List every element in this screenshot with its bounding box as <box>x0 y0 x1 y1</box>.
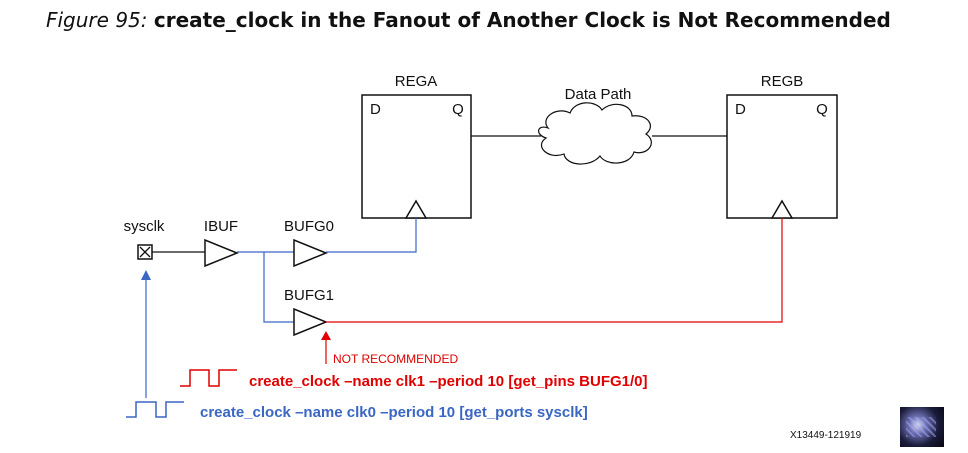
clk0-waveform-icon <box>126 401 184 418</box>
figure-number: Figure 95: <box>46 8 148 32</box>
clk0-arrow-icon <box>141 270 151 280</box>
bufg1-label: BUFG1 <box>284 287 334 304</box>
figure-caption: create_clock in the Fanout of Another Cl… <box>153 8 891 32</box>
regb-label: REGB <box>761 73 804 90</box>
rega-q-pin: Q <box>452 101 464 118</box>
rega-d-pin: D <box>370 101 381 118</box>
clk1-command: create_clock –name clk1 –period 10 [get_… <box>249 373 648 390</box>
thumbnail-image <box>900 407 944 447</box>
sysclk-port-cross-b <box>139 246 151 258</box>
bufg0-buffer-icon <box>293 238 328 268</box>
bufg0-label: BUFG0 <box>284 218 334 235</box>
not-recommended-arrow-icon <box>321 331 331 340</box>
figure-title: Figure 95: create_clock in the Fanout of… <box>46 8 891 32</box>
ibuf-label: IBUF <box>204 218 238 235</box>
bufg1-to-regb-clock-wire <box>326 218 783 323</box>
clk0-command: create_clock –name clk0 –period 10 [get_… <box>200 404 588 421</box>
data-path-cloud-icon <box>538 102 652 165</box>
bufg1-buffer-icon <box>293 307 328 337</box>
regb-box <box>726 94 838 219</box>
clk1-waveform-icon <box>180 369 237 387</box>
ibuf-to-bufg1-wire <box>263 252 294 323</box>
regb-q-pin: Q <box>816 101 828 118</box>
data-path-label: Data Path <box>565 86 632 103</box>
figure-code: X13449-121919 <box>790 430 862 441</box>
not-recommended-label: NOT RECOMMENDED <box>333 352 458 366</box>
sysclk-label: sysclk <box>124 218 165 235</box>
ibuf-buffer-icon <box>204 238 239 268</box>
bufg0-to-rega-clock-wire <box>326 218 417 253</box>
regb-d-pin: D <box>735 101 746 118</box>
rega-label: REGA <box>395 73 438 90</box>
